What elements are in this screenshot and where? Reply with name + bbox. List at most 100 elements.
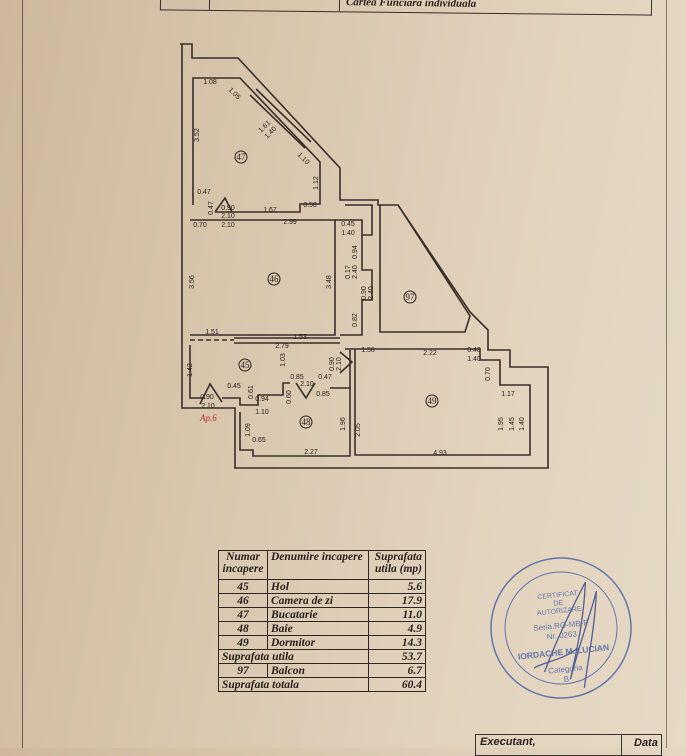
dimension-label: 3.48 [326, 275, 333, 289]
room-table: Numar incapere Denumire incapere Suprafa… [218, 550, 426, 692]
dimension-label: 1.96 [340, 417, 347, 431]
dimension-label: 0.61 [248, 385, 255, 399]
door-kitchen [214, 196, 233, 213]
dimension-label: 0.90 [221, 205, 235, 212]
dimension-label: 1.40 [467, 356, 481, 363]
dimension-label: 1.51 [205, 329, 219, 336]
dimension-label: 0.47 [318, 374, 332, 381]
signature [533, 581, 597, 688]
dimension-label: 0.58 [303, 202, 317, 209]
dimension-label: 0.47 [197, 189, 211, 196]
door-bedroom [339, 351, 354, 374]
dimension-label: 3.52 [194, 128, 201, 142]
dimension-label: 0.90 [329, 357, 336, 371]
stamp: CERTIFICAT DE AUTORIZARE Seria.RO-MB-F N… [490, 557, 632, 699]
dimension-label: 2.10 [300, 381, 314, 388]
room-97-wall [379, 204, 471, 333]
dimension-label: 0.45 [227, 383, 241, 390]
room-number-circle [403, 290, 417, 304]
dimension-label: 0.94 [352, 245, 359, 259]
dimension-label: 1.40 [519, 417, 526, 431]
stamp-line: CERTIFICAT [537, 590, 579, 601]
room-number: 49 [428, 396, 438, 406]
dimension-label: 0.45 [341, 221, 355, 228]
dimension-label: 2.79 [275, 343, 289, 350]
dimension-label: 0.82 [352, 313, 359, 327]
stamp-line: IORDACHE M. LUCIAN [517, 642, 609, 662]
dimension-label: 2.22 [423, 350, 437, 357]
dimension-label: 0.60 [286, 390, 293, 404]
executant-label: Executant, [480, 736, 536, 748]
dimension-label: 1.08 [203, 79, 217, 86]
dimension-label: 2.27 [304, 449, 318, 456]
page-edge-left [22, 0, 23, 748]
door-entrance [199, 382, 223, 405]
dimension-label: 0.70 [485, 367, 492, 381]
room-number: 45 [241, 360, 251, 370]
dimension-label: 2.40 [352, 265, 359, 279]
header-number: Numar incapere [218, 550, 268, 580]
room-number: 48 [302, 417, 312, 427]
dimension-label: 2.05 [355, 423, 362, 437]
dimension-label: 0.17 [345, 265, 352, 279]
outer-wall [180, 43, 549, 469]
dimension-label: 2.10 [336, 357, 343, 371]
dimension-label: 1.67 [263, 207, 277, 214]
footer-table: Executant, Data [475, 734, 662, 756]
dimension-label: 2.40 [368, 286, 375, 300]
room-number-circle [238, 358, 252, 372]
dimension-label: 1.03 [280, 353, 287, 367]
date-label: Data [634, 737, 658, 749]
header-name: Denumire incapere [267, 550, 369, 580]
door-bath [295, 382, 316, 400]
room-47-wall [192, 77, 321, 213]
dimension-label: 1.45 [509, 417, 516, 431]
dimension-label: 0.90 [361, 286, 368, 300]
dimension-label: 4.93 [433, 450, 447, 457]
dimension-label: 2.99 [283, 219, 297, 226]
dimension-label: 3.56 [189, 275, 196, 289]
dimension-label: 1.10 [296, 152, 311, 167]
dimension-label: 2.10 [221, 222, 235, 229]
room-number-circle [299, 415, 313, 429]
stamp-line: AUTORIZARE [537, 606, 583, 618]
room-number-circle [425, 394, 439, 408]
room-number-circle [267, 272, 281, 286]
page-edge-right [666, 0, 667, 748]
dimension-label: 0.85 [290, 374, 304, 381]
dimension-label: 1.12 [313, 176, 320, 190]
dimension-label: 1.05 [227, 87, 242, 102]
room-number: 97 [406, 292, 416, 302]
dimension-label: 1.09 [245, 423, 252, 437]
header-area: Suprafata utila (mp) [368, 550, 426, 580]
dimension-label: 0.47 [208, 201, 215, 215]
dimension-label: 1.56 [361, 347, 375, 354]
dimension-label: 0.70 [193, 222, 207, 229]
dimension-label: 1.40 [341, 230, 355, 237]
dimension-label: 1.53 [293, 334, 307, 341]
dimension-label: 1.17 [501, 391, 515, 398]
room-45-wall [189, 345, 205, 399]
apartment-label: Ap.6 [199, 413, 217, 423]
stamp-line: DE [553, 600, 564, 608]
stamp-line: Categoria [548, 663, 584, 676]
dimension-label: 0.85 [316, 391, 330, 398]
room-number-circle [234, 150, 248, 164]
dimension-label: 0.40 [467, 347, 481, 354]
room-number: 46 [270, 274, 280, 284]
dimension-label: 0.65 [252, 437, 266, 444]
dimension-label: 1.42 [187, 363, 194, 377]
room-46-wall [190, 219, 336, 336]
dimension-label: 2.10 [221, 213, 235, 220]
walls [180, 43, 549, 469]
dimension-label: 1.10 [255, 409, 269, 416]
